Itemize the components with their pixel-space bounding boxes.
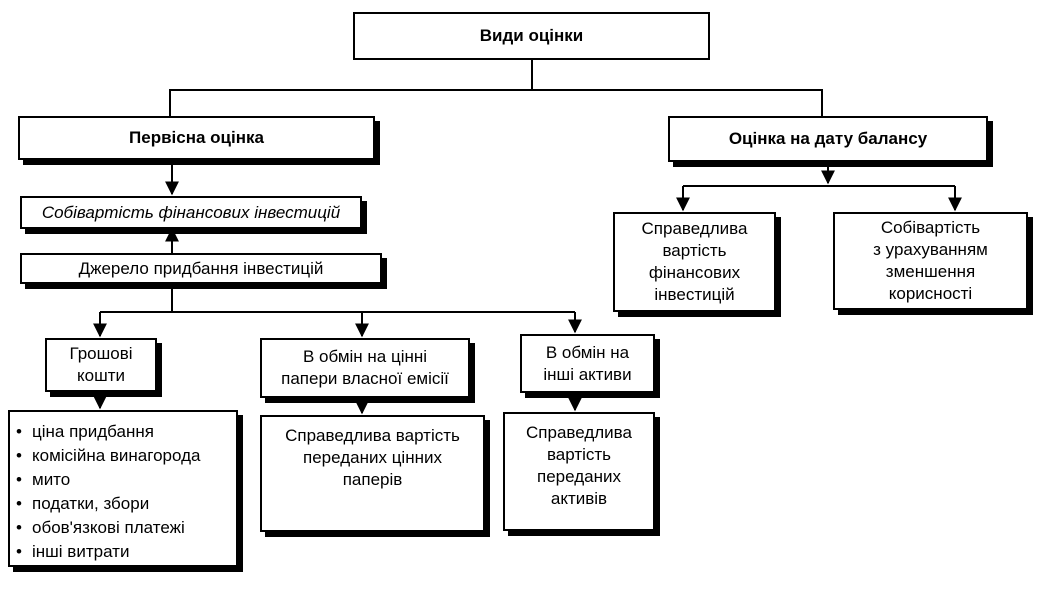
cost-of-investments-box: Собівартість фінансових інвестицій [20,196,362,229]
acquisition-source-box: Джерело придбання інвестицій [20,253,382,284]
fair-value-line: фінансових [648,263,741,282]
assets-exchange-box: В обмін на інші активи [520,334,655,393]
cash-label-line: Грошові [69,344,133,363]
list-item: мито [10,468,200,492]
impaired-cost-box: Собівартість з урахуванням зменшення кор… [833,212,1028,310]
cost-of-investments-label: Собівартість фінансових інвестицій [41,202,341,222]
connector-root-branches [169,60,533,116]
securities-label-line: В обмін на цінні [302,347,428,366]
cash-label-line: кошти [76,366,125,385]
balance-valuation-label: Оцінка на дату балансу [728,129,928,148]
list-item: інші витрати [10,540,200,564]
list-item: податки, збори [10,492,200,516]
impaired-cost-line: Собівартість [880,218,981,237]
root-label: Види оцінки [479,26,584,45]
assets-result-line: вартість [546,445,612,464]
fair-value-line: Справедлива [641,219,748,238]
initial-valuation-label: Первісна оцінка [129,128,264,147]
list-item: ціна придбання [10,420,200,444]
securities-label-line: папери власної емісії [281,369,449,388]
fair-value-line: вартість [662,241,727,260]
initial-valuation-box: Первісна оцінка [18,116,375,160]
assets-label-line: В обмін на [545,342,630,362]
securities-result-line: паперів [342,470,403,489]
cash-box: Грошові кошти [45,338,157,392]
fair-value-box: Справедлива вартість фінансових інвестиц… [613,212,776,312]
assets-result-line: Справедлива [526,423,632,442]
securities-result-line: переданих цінних [303,448,442,467]
balance-valuation-box: Оцінка на дату балансу [668,116,988,162]
impaired-cost-line: зменшення [885,262,976,281]
impaired-cost-line: корисності [888,284,973,303]
root-box: Види оцінки [353,12,710,60]
securities-exchange-box: В обмін на цінні папери власної емісії [260,338,470,398]
list-item: комісійна винагорода [10,444,200,468]
cash-cost-items-box: ціна придбання комісійна винагорода мито… [8,410,238,567]
fair-value-line: інвестицій [654,285,735,304]
impaired-cost-line: з урахуванням [873,240,988,259]
connector-root-right [532,89,823,116]
assets-label-line: інші активи [543,364,632,384]
assets-result-line: переданих [537,467,621,486]
securities-fair-value-box: Справедлива вартість переданих цінних па… [260,415,485,532]
assets-result-line: активів [550,489,608,508]
assets-fair-value-box: Справедлива вартість переданих активів [503,412,655,531]
list-item: обов'язкові платежі [10,516,200,540]
acquisition-source-label: Джерело придбання інвестицій [78,258,324,278]
cash-cost-items-list: ціна придбання комісійна винагорода мито… [10,420,200,564]
securities-result-line: Справедлива вартість [285,426,460,445]
